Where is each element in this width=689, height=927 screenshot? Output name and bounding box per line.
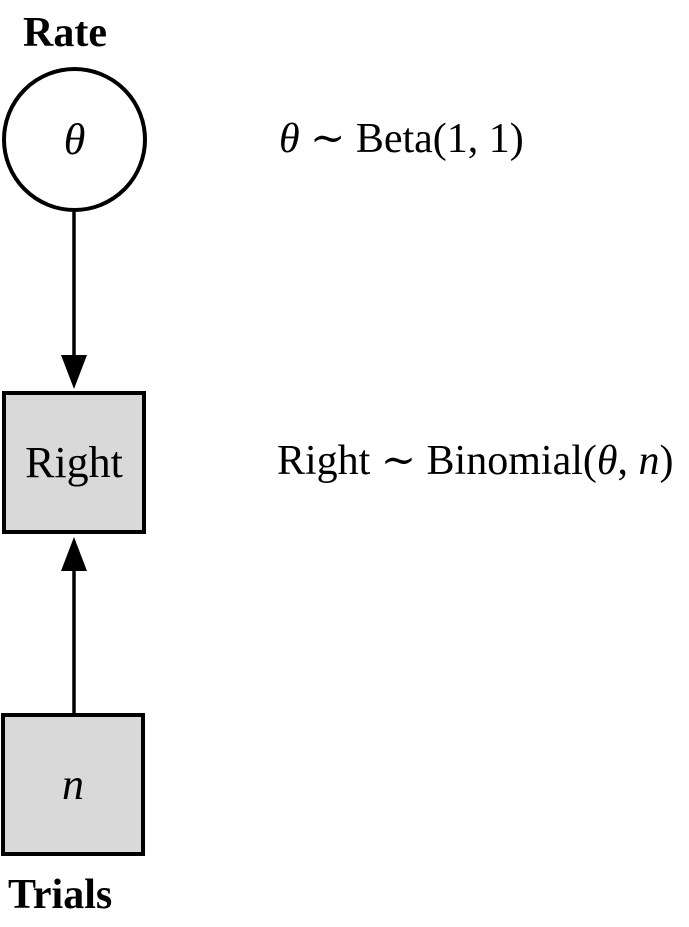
formula-right-likelihood-part-4: ) <box>659 438 674 484</box>
formula-right-likelihood-part-3: n <box>638 438 660 484</box>
n-node-label: n <box>62 759 84 809</box>
rate-label: Rate <box>23 10 107 56</box>
formula-theta-prior: θ ∼ Beta(1, 1) <box>279 118 524 160</box>
arrow-up-head-icon <box>61 537 87 571</box>
node-theta: θ <box>2 67 147 212</box>
formula-right-likelihood: Right ∼ Binomial(θ, n) <box>277 440 674 482</box>
formula-right-likelihood-part-1: θ <box>596 438 618 484</box>
node-n: n <box>1 713 145 856</box>
formula-right-likelihood-part-0: Right ∼ Binomial( <box>277 438 597 484</box>
theta-node-label: θ <box>63 114 86 164</box>
formula-right-likelihood-part-2: , <box>617 438 639 484</box>
arrow-down-head-icon <box>61 355 87 389</box>
node-right: Right <box>2 391 146 534</box>
formula-theta-prior-lhs: θ <box>279 116 300 162</box>
formula-theta-prior-rhs: ∼ Beta(1, 1) <box>299 116 524 162</box>
arrow-n-to-right <box>61 537 87 713</box>
arrow-theta-to-right <box>61 212 87 389</box>
trials-label: Trials <box>8 872 113 918</box>
right-node-label: Right <box>25 437 123 487</box>
